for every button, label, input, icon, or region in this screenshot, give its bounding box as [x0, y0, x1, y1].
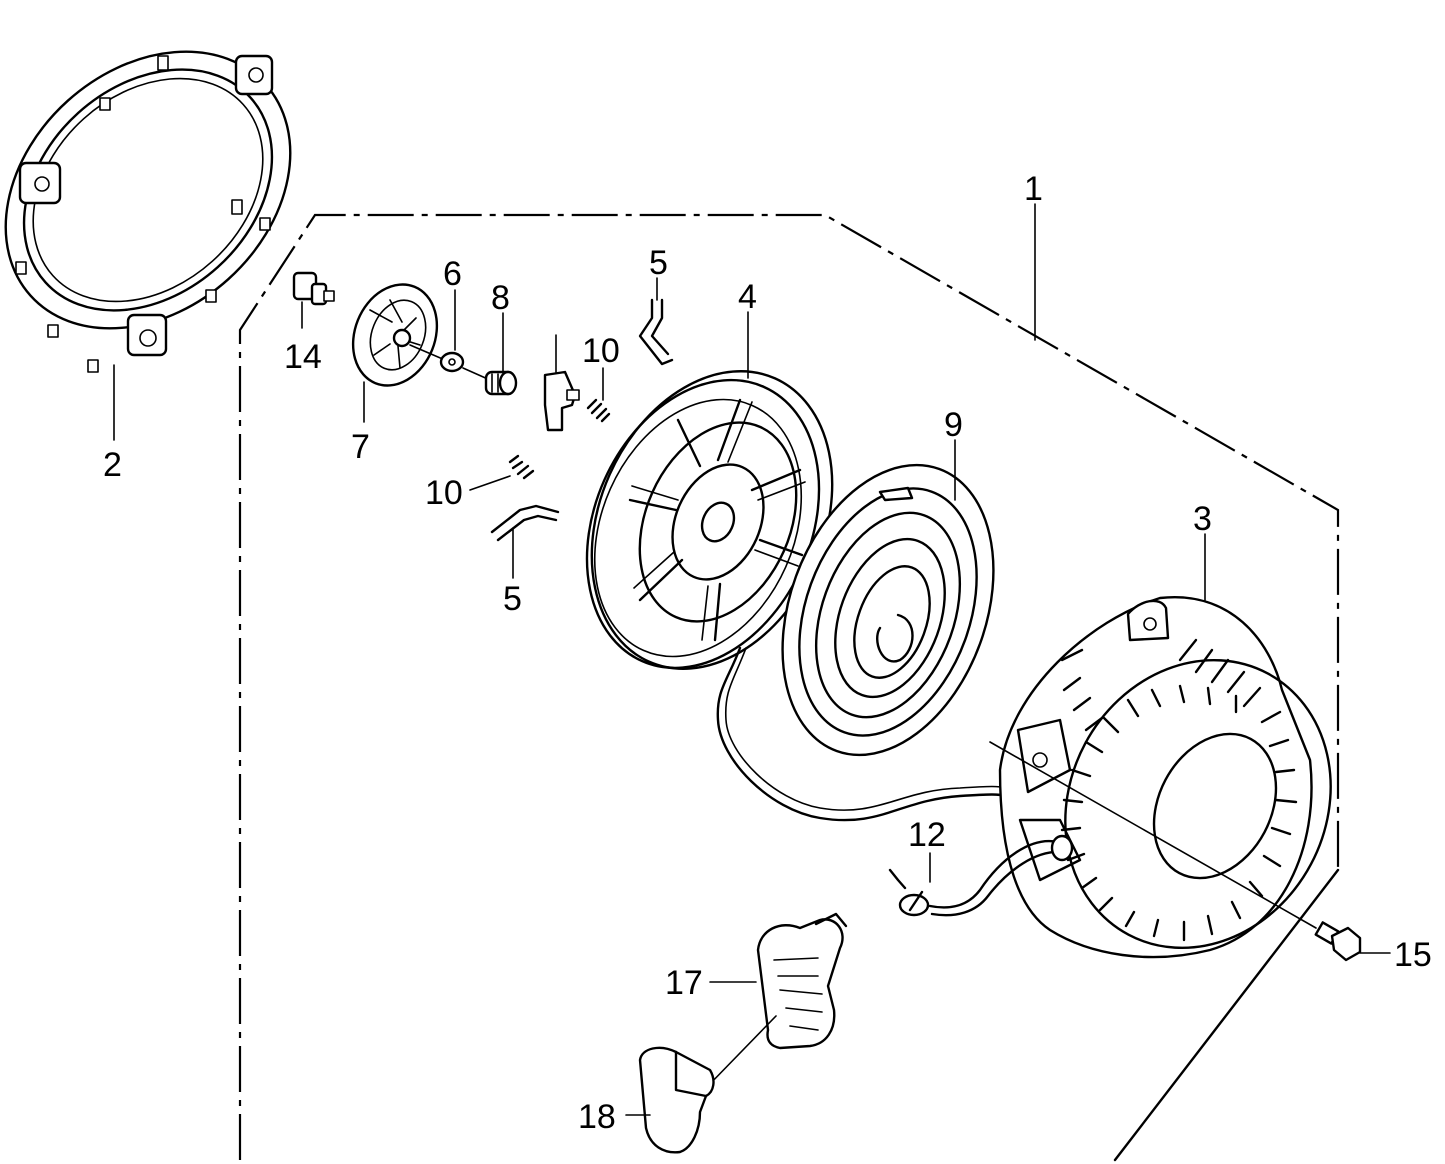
part-9-recoil-spring [781, 463, 995, 757]
callout-10-upper: 10 [582, 332, 620, 370]
handle-link-17-18 [705, 1015, 777, 1089]
callout-6: 6 [443, 255, 462, 293]
part-17-handle-grip [756, 912, 848, 1050]
starter-rope [716, 646, 1007, 822]
part-5-clip-upper [638, 298, 674, 366]
part-7-friction-plate [351, 283, 439, 387]
part-8-spring-collar [484, 370, 518, 396]
part-14-pin [292, 271, 335, 306]
callout-18: 18 [578, 1098, 616, 1136]
leader-10-lower [469, 475, 511, 491]
callout-12: 12 [908, 816, 946, 854]
callout-10-lower: 10 [425, 474, 463, 512]
part-6-washer [439, 351, 465, 373]
callout-2: 2 [103, 446, 122, 484]
part-10-spring-upper [586, 398, 611, 423]
callout-4: 4 [738, 278, 757, 316]
callout-15: 15 [1394, 936, 1432, 974]
callout-3: 3 [1193, 500, 1212, 538]
bolt-axis-15 [989, 741, 1317, 929]
part-2-mounting-ring [4, 50, 292, 373]
part-5-clip-lower [490, 504, 560, 542]
callout-8: 8 [491, 279, 510, 317]
callout-14: 14 [284, 338, 322, 376]
part-12-rope-guide [888, 834, 1074, 917]
assembly-boundary [238, 213, 1340, 1162]
shaft-7-6 [409, 344, 446, 361]
callout-9: 9 [944, 406, 963, 444]
part-18-handle-cap [638, 1046, 715, 1154]
callout-5-lower: 5 [503, 580, 522, 618]
part-15-bolt [1314, 921, 1362, 962]
callout-7: 7 [351, 428, 370, 466]
callout-1: 1 [1024, 170, 1043, 208]
part-10-spring-lower [508, 454, 535, 480]
callout-5-upper: 5 [649, 244, 668, 282]
part-3-starter-housing [998, 595, 1332, 959]
callout-17: 17 [665, 964, 703, 1002]
pawl [543, 334, 580, 432]
